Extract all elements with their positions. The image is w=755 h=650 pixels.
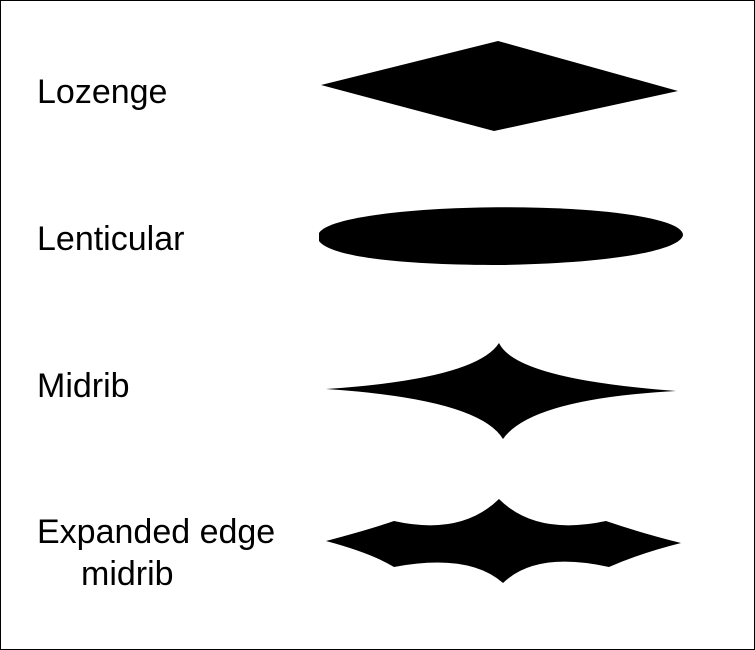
label-expanded-edge-midrib-line1: Expanded edge — [37, 513, 276, 551]
label-lenticular: Lenticular — [37, 220, 185, 258]
expanded-edge-midrib-shape — [326, 499, 681, 583]
label-midrib: Midrib — [37, 367, 130, 405]
label-expanded-edge-midrib-line2: midrib — [81, 555, 174, 593]
label-expanded-edge-midrib: Expanded edge midrib — [37, 511, 275, 595]
label-lozenge: Lozenge — [37, 73, 168, 111]
lozenge-shape — [321, 41, 678, 131]
midrib-shape — [326, 343, 676, 439]
lenticular-shape — [319, 207, 683, 265]
